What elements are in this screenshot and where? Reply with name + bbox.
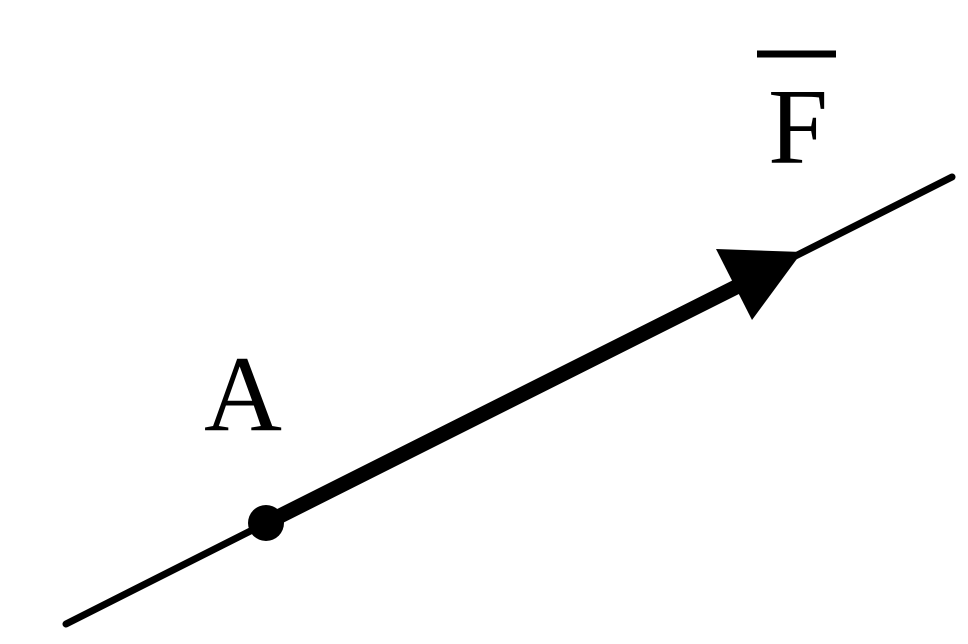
- point-a-dot: [248, 505, 284, 541]
- force-vector-arrowhead: [716, 249, 802, 320]
- vector-f-label: F: [768, 68, 828, 187]
- force-vector-shaft: [258, 268, 766, 531]
- point-a-label: A: [204, 335, 282, 454]
